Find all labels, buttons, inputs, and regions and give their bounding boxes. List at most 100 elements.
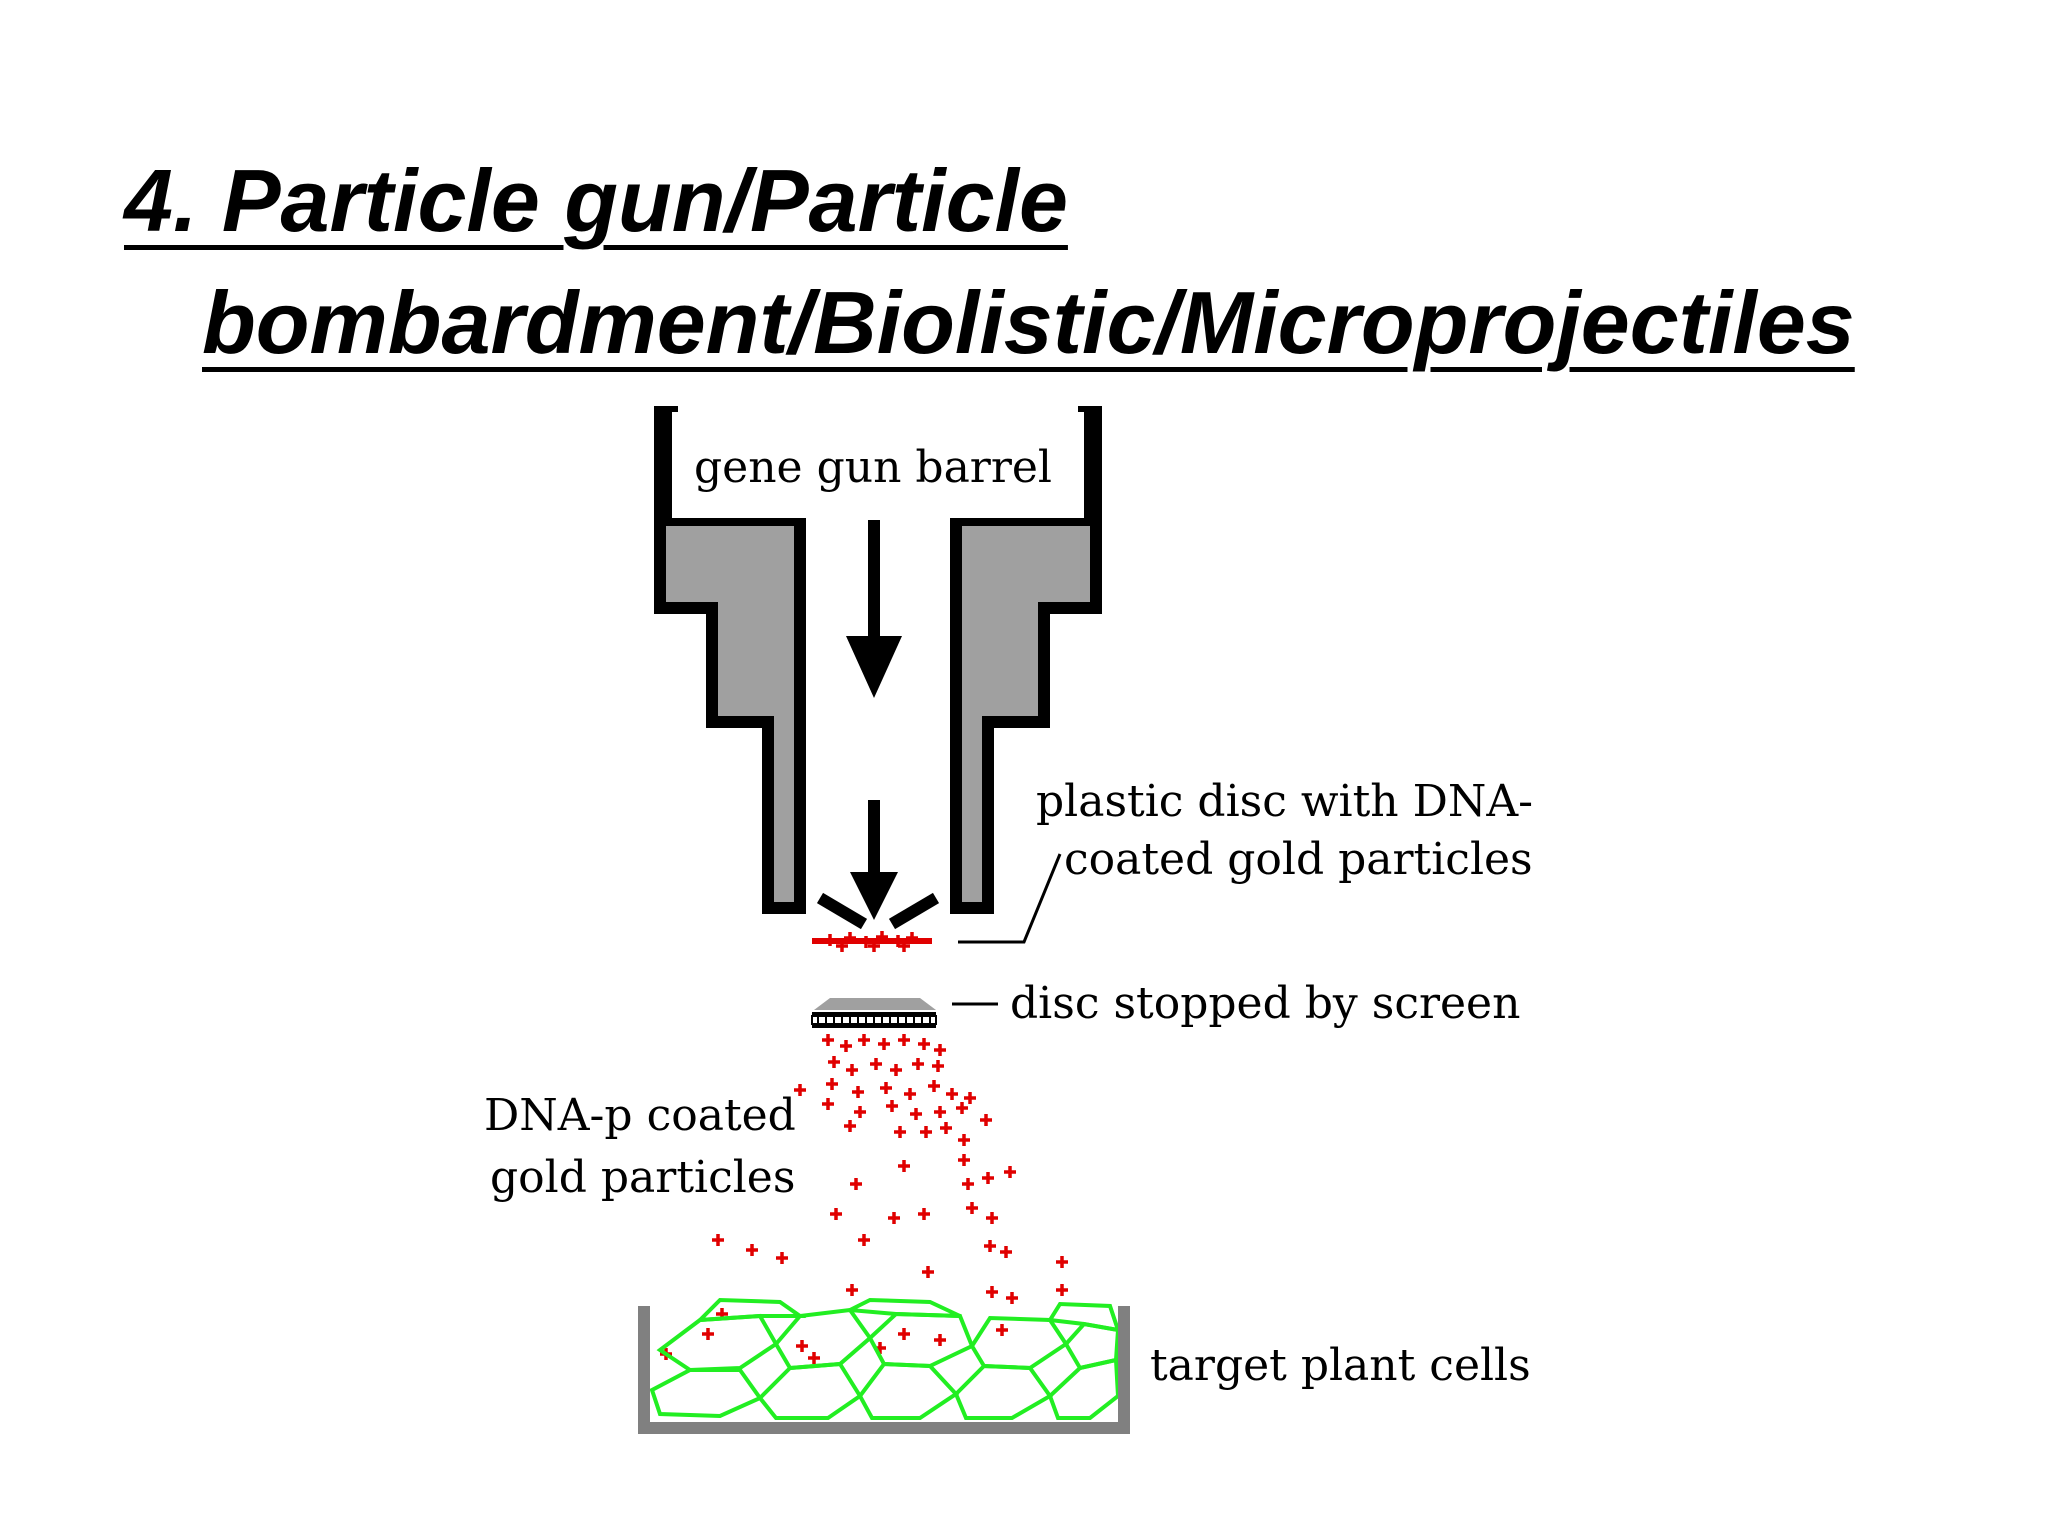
gold-particle bbox=[890, 1064, 902, 1076]
gold-particle bbox=[822, 1034, 834, 1046]
gold-particle bbox=[966, 1202, 978, 1214]
plant-cell bbox=[953, 1363, 1053, 1420]
gold-particle bbox=[850, 1178, 862, 1190]
gold-particle bbox=[880, 1082, 892, 1094]
gold-particle bbox=[822, 1098, 834, 1110]
gold-particle bbox=[858, 1234, 870, 1246]
gold-particle bbox=[934, 1334, 946, 1346]
screen-mesh bbox=[817, 1016, 931, 1024]
gold-particle bbox=[830, 1208, 842, 1220]
gold-particle bbox=[1006, 1292, 1018, 1304]
gold-particle bbox=[934, 1044, 946, 1056]
gold-particle bbox=[776, 1252, 788, 1264]
gold-particle bbox=[898, 1034, 910, 1046]
gold-particle bbox=[888, 1212, 900, 1224]
gold-particle bbox=[906, 932, 918, 944]
gold-particle bbox=[840, 1040, 852, 1052]
gold-particle bbox=[898, 1328, 910, 1340]
plant-cell bbox=[757, 1361, 863, 1420]
plant-cell bbox=[1046, 1301, 1121, 1333]
gold-particle bbox=[852, 1086, 864, 1098]
gold-particle bbox=[986, 1212, 998, 1224]
disc-leader-line bbox=[958, 853, 1062, 944]
gold-particle bbox=[898, 940, 910, 952]
label-plastic-disc-line2: coated gold particles bbox=[1064, 834, 1533, 885]
gold-particle bbox=[962, 1178, 974, 1190]
gold-particle bbox=[876, 931, 888, 943]
gold-particle bbox=[1056, 1256, 1068, 1268]
plant-cell bbox=[1047, 1357, 1121, 1420]
label-particles-line1: DNA-p coated bbox=[484, 1090, 796, 1141]
gold-particle bbox=[910, 1108, 922, 1120]
down-arrow-small bbox=[850, 800, 898, 920]
dish-outline bbox=[638, 1306, 1130, 1434]
down-arrow-large bbox=[846, 520, 902, 698]
gold-particle bbox=[932, 1060, 944, 1072]
label-gene-gun-barrel: gene gun barrel bbox=[694, 442, 1052, 493]
gold-particle bbox=[928, 1080, 940, 1092]
gold-particle bbox=[1056, 1284, 1068, 1296]
gold-particle bbox=[860, 936, 872, 948]
gold-particle bbox=[826, 1078, 838, 1090]
gold-particle bbox=[794, 1084, 806, 1096]
gold-particle bbox=[894, 1126, 906, 1138]
gold-particle bbox=[886, 1100, 898, 1112]
gold-particle bbox=[702, 1328, 714, 1340]
gold-particle bbox=[922, 1266, 934, 1278]
gold-particle bbox=[868, 940, 880, 952]
gun-barrel bbox=[654, 406, 1102, 914]
gold-particle bbox=[808, 1352, 820, 1364]
gold-particle bbox=[854, 1106, 866, 1118]
label-target-cells: target plant cells bbox=[1150, 1340, 1531, 1391]
plant-cells bbox=[649, 1297, 1121, 1420]
gold-particle bbox=[870, 1058, 882, 1070]
plant-cell bbox=[694, 1297, 807, 1323]
label-particles-line2: gold particles bbox=[490, 1152, 795, 1203]
stopping-screen bbox=[811, 998, 937, 1028]
gold-particle bbox=[746, 1244, 758, 1256]
gold-particle bbox=[956, 1102, 968, 1114]
gold-particle bbox=[1000, 1246, 1012, 1258]
gold-particle bbox=[946, 1088, 958, 1100]
gold-particle bbox=[982, 1172, 994, 1184]
plant-cell bbox=[867, 1311, 975, 1369]
disc-particles bbox=[824, 931, 918, 952]
gold-particle bbox=[918, 1208, 930, 1220]
gold-particle bbox=[844, 1120, 856, 1132]
gold-particle bbox=[904, 1088, 916, 1100]
plant-cell bbox=[1063, 1321, 1121, 1371]
target-dish bbox=[638, 1297, 1130, 1434]
plant-cell bbox=[842, 1297, 961, 1318]
label-plastic-disc-line1: plastic disc with DNA- bbox=[1036, 776, 1533, 827]
plant-cell bbox=[969, 1315, 1069, 1371]
gold-particle bbox=[898, 1160, 910, 1172]
gold-particle bbox=[958, 1134, 970, 1146]
gold-particle bbox=[824, 934, 836, 946]
gold-particle bbox=[986, 1286, 998, 1298]
gold-particle bbox=[918, 1038, 930, 1050]
gold-particle bbox=[858, 1034, 870, 1046]
gold-particle bbox=[996, 1324, 1008, 1336]
barrel-top-white bbox=[672, 412, 1084, 518]
gold-particle bbox=[964, 1092, 976, 1104]
plant-cell bbox=[857, 1361, 960, 1420]
gold-particle bbox=[934, 1106, 946, 1118]
gold-particle bbox=[958, 1154, 970, 1166]
plant-cell bbox=[773, 1307, 873, 1371]
title-line-2: bombardment/Biolistic/Microprojectiles bbox=[202, 273, 1855, 372]
gold-particle bbox=[940, 1122, 952, 1134]
title-line-1: 4. Particle gun/Particle bbox=[124, 151, 1068, 250]
gold-particle bbox=[836, 940, 848, 952]
gold-particle bbox=[980, 1114, 992, 1126]
plant-cell bbox=[656, 1313, 779, 1373]
gold-particle bbox=[796, 1340, 808, 1352]
particle-spray bbox=[660, 1034, 1068, 1364]
label-disc-stopped: disc stopped by screen bbox=[1010, 978, 1520, 1029]
gold-particle bbox=[912, 1058, 924, 1070]
gold-particle bbox=[828, 1056, 840, 1068]
gold-particle bbox=[844, 932, 856, 944]
gold-particle bbox=[846, 1284, 858, 1296]
slide-title: 4. Particle gun/Particle bombardment/Bio… bbox=[120, 140, 1960, 384]
gold-particle bbox=[920, 1126, 932, 1138]
